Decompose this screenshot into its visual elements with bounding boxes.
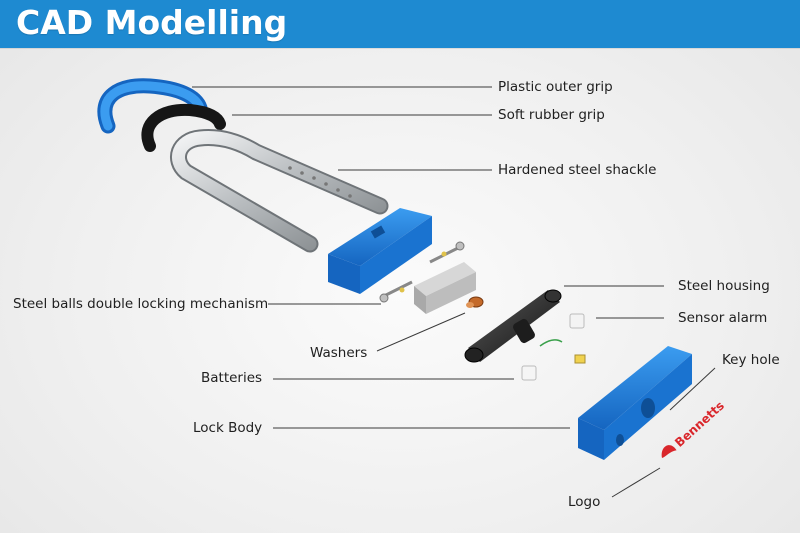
leader-key-hole [669,367,716,411]
page-title: CAD Modelling [16,3,288,42]
label-lock-body: Lock Body [193,420,263,436]
title-banner: CAD Modelling [0,0,800,48]
bennetts-logo: Bennetts [661,399,727,458]
label-soft-rubber-grip: Soft rubber grip [498,107,605,123]
blue-top-plate-part [328,208,432,294]
leader-lines [192,86,716,498]
label-batteries: Batteries [201,370,263,386]
label-steel-balls: Steel balls double locking mechanism [13,296,269,312]
steel-balls-mechanism-part [379,241,476,314]
washers-part [466,296,484,308]
plastic-outer-grip-part [97,78,208,134]
steel-housing-part [464,289,563,363]
label-steel-housing: Steel housing [678,278,770,294]
label-sensor-alarm: Sensor alarm [678,310,768,326]
label-hardened-steel-shackle: Hardened steel shackle [498,162,657,178]
soft-rubber-grip-part [141,103,226,152]
sensor-alarm-part [569,313,586,364]
batteries-part [521,365,537,381]
leader-logo [611,467,661,498]
logo-text: Bennetts [672,399,727,450]
label-plastic-outer-grip: Plastic outer grip [498,79,613,95]
label-logo: Logo [568,494,601,510]
label-washers: Washers [310,345,368,361]
lock-body-part [578,346,692,460]
hardened-steel-shackle-part [170,129,389,253]
leader-washers [376,312,466,352]
label-key-hole: Key hole [722,352,780,368]
